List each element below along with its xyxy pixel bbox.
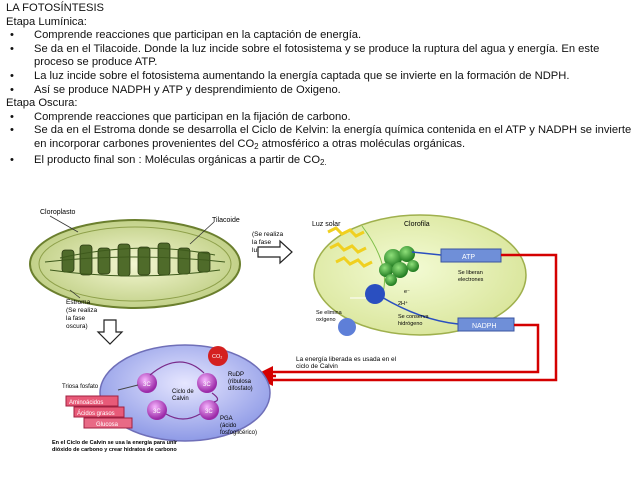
carbon-label: 3C xyxy=(205,409,213,415)
product-label: Ácidos grasos xyxy=(77,410,115,417)
list-item: Se da en el Tilacoide. Donde la luz inci… xyxy=(6,43,636,70)
carbon-label: 3C xyxy=(143,382,151,388)
thylakoid-label: Tilacoide xyxy=(212,217,240,224)
diagram-caption: En el Ciclo de Calvin se usa la energía … xyxy=(52,440,178,446)
pga-label: PGA xyxy=(220,416,233,422)
nadph-label: NADPH xyxy=(472,323,497,330)
diagram-caption: dióxido de carbono y crear hidratos de c… xyxy=(52,447,177,453)
chlorophyll-label: Clorofila xyxy=(404,221,430,228)
dark-phase-note: (Se realiza xyxy=(66,307,97,314)
dark-phase-heading: Etapa Oscura: xyxy=(6,97,78,110)
sunlight-label: Luz solar xyxy=(312,221,341,228)
cycle-label: Ciclo de xyxy=(172,389,194,395)
rudp-label: (ribulosa xyxy=(228,379,252,385)
chloroplast-illustration xyxy=(29,219,241,309)
rudp-label: difosfato) xyxy=(228,386,253,392)
carbon-label: 3C xyxy=(153,409,161,415)
subscript: 2 xyxy=(254,141,259,151)
down-arrow-icon xyxy=(96,319,124,345)
light-phase-note: la fase xyxy=(252,239,272,246)
bullet-text: atmosférico a otras moléculas orgánicas. xyxy=(258,137,466,150)
calvin-cycle-illustration xyxy=(65,344,271,442)
pga-label: fosfoglicérico) xyxy=(220,430,257,436)
dark-phase-note: oscura) xyxy=(66,323,88,330)
rudp-label: RuDP xyxy=(228,372,244,378)
list-item: Comprende reacciones que participan en l… xyxy=(6,29,636,43)
energy-note: ciclo de Calvin xyxy=(296,363,338,370)
bullet-text: Se da en el Estroma donde se desarrolla … xyxy=(34,124,632,150)
pga-label: (ácido xyxy=(220,423,237,429)
dark-phase-note: la fase xyxy=(66,315,86,322)
e-minus-label: e⁻ xyxy=(404,289,410,295)
text-block: LA FOTOSÍNTESIS Etapa Lumínica: Comprend… xyxy=(6,2,636,169)
doc-title: LA FOTOSÍNTESIS xyxy=(6,2,105,14)
cycle-label: Calvin xyxy=(172,396,189,402)
oxygen-note: Se elimina xyxy=(316,310,343,316)
list-item: Se da en el Estroma donde se desarrolla … xyxy=(6,124,636,153)
oxygen-note: oxígeno xyxy=(316,317,336,323)
list-item: La luz incide sobre el fotosistema aumen… xyxy=(6,70,636,84)
chloroplast-label: Cloroplasto xyxy=(40,209,76,216)
light-phase-list: Comprende reacciones que participan en l… xyxy=(6,29,636,97)
hydrogen-note: Se conserva xyxy=(398,314,430,320)
h-plus-label: 2H⁺ xyxy=(398,300,408,307)
right-arrow-icon xyxy=(257,239,293,265)
light-reaction-illustration xyxy=(313,214,527,336)
product-label: Aminoácidos xyxy=(69,400,103,406)
light-phase-note: (Se realiza xyxy=(252,231,283,238)
atp-label: ATP xyxy=(462,254,475,261)
subscript: 2. xyxy=(320,157,327,167)
electrons-note: Se liberan xyxy=(458,270,483,276)
list-item: El producto final son : Moléculas orgáni… xyxy=(6,154,636,170)
light-phase-heading: Etapa Lumínica: xyxy=(6,15,87,28)
sunlight-rays xyxy=(327,226,373,268)
hydrogen-note: hidrógeno xyxy=(398,321,422,327)
electrons-note: electrones xyxy=(458,277,484,283)
carbon-label: 3C xyxy=(203,382,211,388)
triose-label: Triosa fosfato xyxy=(62,384,99,390)
product-label: Glucosa xyxy=(96,422,119,428)
energy-connector xyxy=(264,253,558,382)
energy-note: La energía liberada es usada en el xyxy=(296,356,397,363)
co2-label: CO₂ xyxy=(212,354,222,360)
bullet-text: El producto final son : Moléculas orgáni… xyxy=(34,153,321,166)
list-item: Así se produce NADPH y ATP y desprendimi… xyxy=(6,84,636,98)
stroma-label: Estroma xyxy=(66,299,91,306)
dark-phase-list: Comprende reacciones que participan en l… xyxy=(6,111,636,169)
list-item: Comprende reacciones que participan en l… xyxy=(6,111,636,125)
